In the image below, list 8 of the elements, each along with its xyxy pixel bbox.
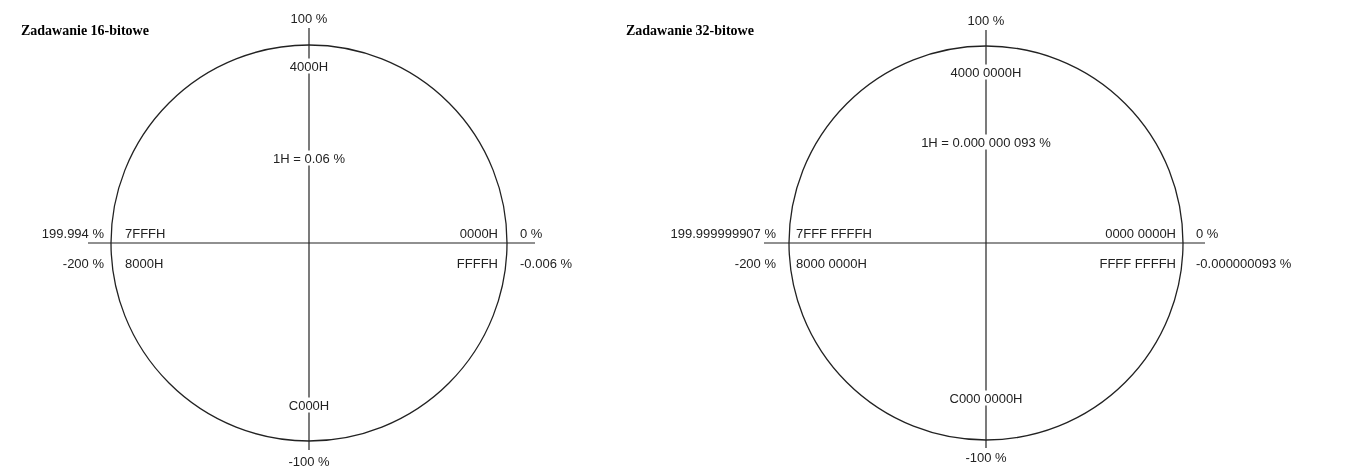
hex-value: C000H bbox=[287, 397, 331, 413]
hex-value: 4000 0000H bbox=[949, 64, 1023, 80]
hex-value: 4000H bbox=[288, 58, 330, 74]
panel-heading: Zadawanie 16-bitowe bbox=[20, 22, 150, 38]
panel-heading: Zadawanie 32-bitowe bbox=[625, 22, 755, 38]
hex-value: C000 0000H bbox=[948, 390, 1024, 406]
resolution-note: 1H = 0.000 000 093 % bbox=[920, 134, 1052, 150]
resolution-note: 1H = 0.06 % bbox=[272, 150, 346, 166]
